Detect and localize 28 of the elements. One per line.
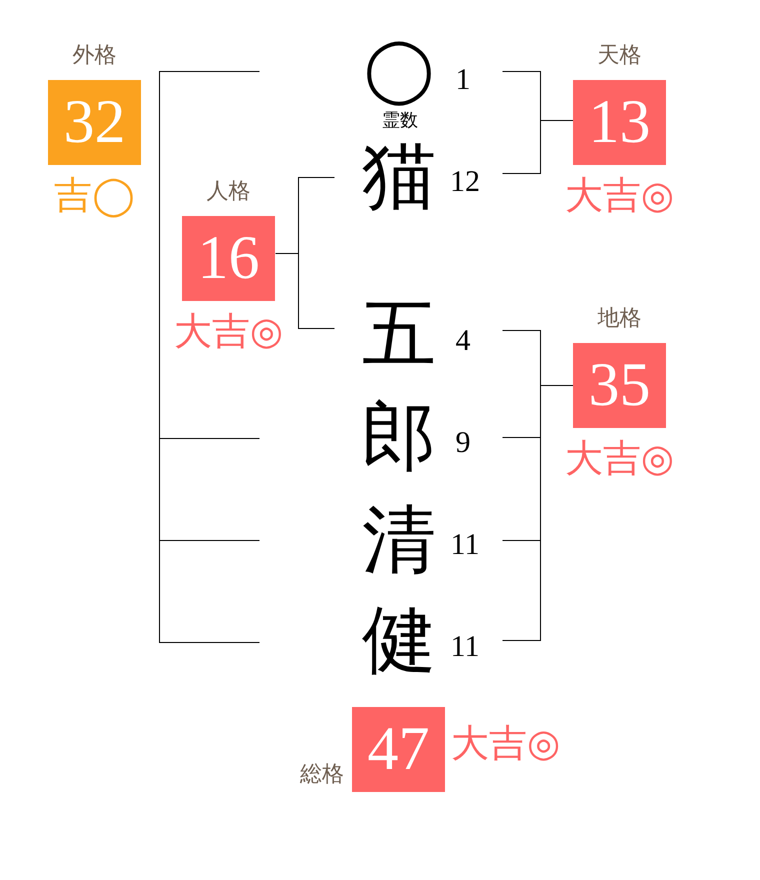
grade-heading: 総格 bbox=[300, 762, 344, 788]
fortune-rating: 大吉◎ bbox=[564, 439, 674, 479]
grade-heading: 地格 bbox=[598, 306, 642, 332]
grade-heading: 人格 bbox=[206, 179, 250, 204]
stroke-count: 11 bbox=[450, 530, 480, 560]
fortune-rating: 吉◯ bbox=[54, 176, 135, 216]
stroke-count: 9 bbox=[456, 428, 470, 458]
stroke-count: 4 bbox=[456, 326, 470, 356]
spirit-number-note: 霊数 bbox=[382, 111, 418, 131]
grade-heading: 外格 bbox=[72, 43, 116, 68]
score-box: 13 bbox=[573, 80, 666, 165]
name-character: 健 bbox=[362, 603, 436, 677]
name-character: 郎 bbox=[362, 400, 436, 474]
stroke-count: 12 bbox=[450, 167, 480, 197]
score-box: 47 bbox=[352, 707, 445, 792]
score-box: 35 bbox=[573, 343, 666, 428]
fortune-rating: 大吉◎ bbox=[451, 724, 560, 764]
score-box: 32 bbox=[48, 80, 141, 165]
grade-heading: 天格 bbox=[598, 43, 642, 68]
stroke-count: 11 bbox=[450, 632, 480, 662]
fortune-rating: 大吉◎ bbox=[564, 176, 674, 216]
name-character: 猫 bbox=[362, 139, 436, 213]
fortune-rating: 大吉◎ bbox=[174, 312, 284, 352]
stroke-count: 1 bbox=[456, 65, 470, 95]
name-character: 清 bbox=[362, 503, 436, 577]
name-character: 五 bbox=[362, 297, 436, 371]
score-box: 16 bbox=[182, 216, 275, 301]
spirit-number-symbol: ◯ bbox=[364, 32, 434, 106]
